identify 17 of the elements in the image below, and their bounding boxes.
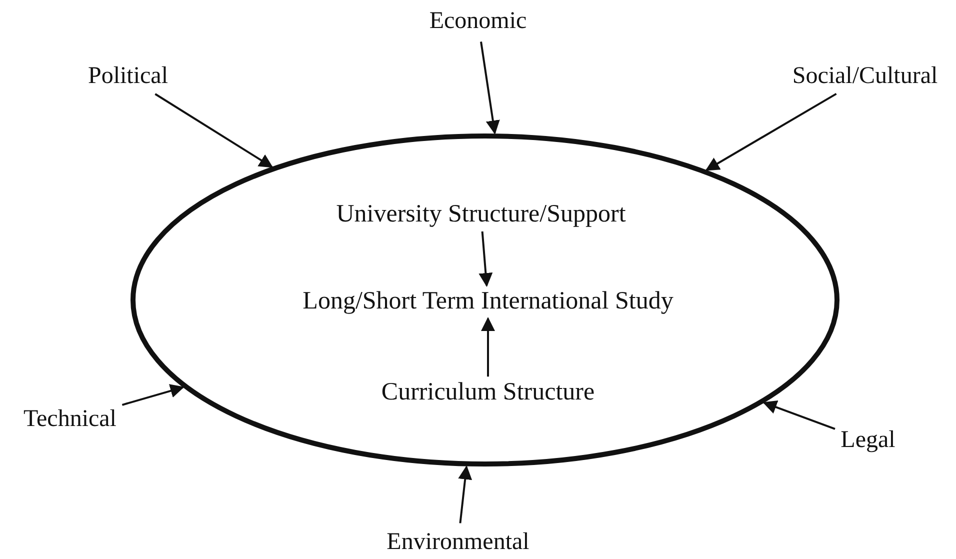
factor-label: Economic [429,8,527,36]
node-label: University Structure/Support [336,200,626,230]
factor-label: Social/Cultural [792,63,938,91]
node-label: Curriculum Structure [381,378,595,408]
node-label: Long/Short Term International Study [302,288,674,316]
factor-label: Technical [24,406,116,434]
arrow [762,400,836,430]
arrow [122,384,184,406]
arrow [481,317,495,377]
arrow [154,93,274,168]
factor-label: Legal [840,427,896,455]
arrow [458,465,472,524]
factor-label: Environmental [386,529,530,557]
factor-label: Political [88,63,168,91]
arrow [478,231,493,287]
arrow [705,92,837,171]
arrow [480,42,500,134]
